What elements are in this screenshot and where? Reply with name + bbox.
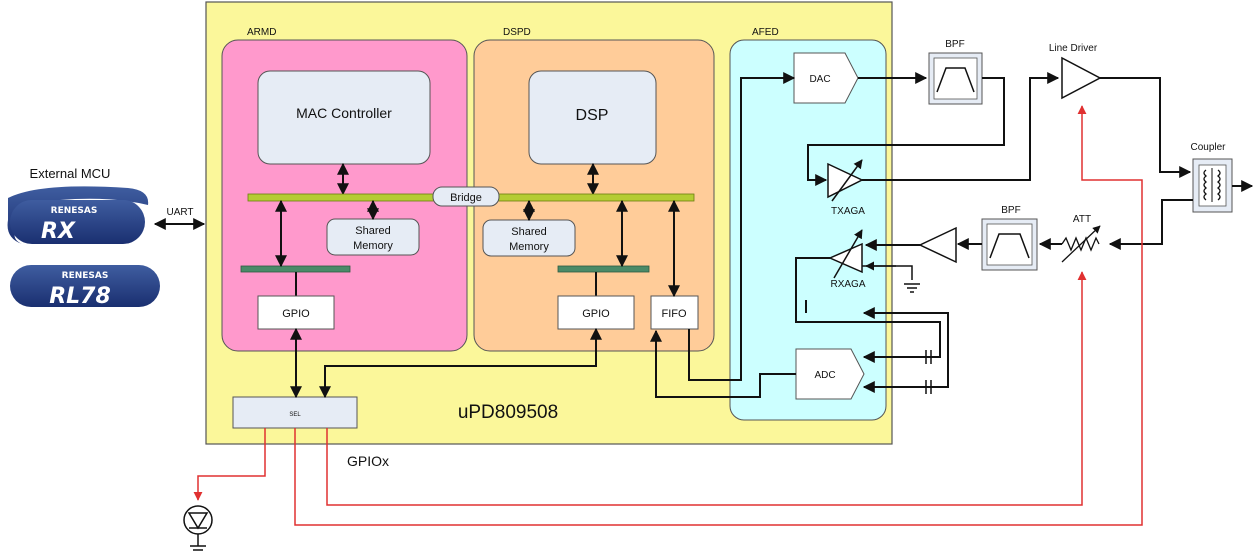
external-mcu-label: External MCU <box>30 166 111 181</box>
svg-text:FIFO: FIFO <box>661 308 686 320</box>
afed-label: AFED <box>752 27 779 38</box>
coupler-label: Coupler <box>1190 142 1226 153</box>
gpio-dspd <box>557 295 635 330</box>
svg-text:SEL: SEL <box>289 412 301 418</box>
svg-text:TXAGA: TXAGA <box>831 206 865 217</box>
fifo-block <box>650 295 699 330</box>
dspd-label: DSPD <box>503 27 531 38</box>
att-label: ATT <box>1073 214 1091 225</box>
renesas-rl78-logo: RENESAS RL78 <box>10 265 160 309</box>
svg-text:RX: RX <box>41 219 76 244</box>
bpf-bottom-label: BPF <box>1001 205 1020 216</box>
armd-label: ARMD <box>247 27 276 38</box>
gpiox-label: GPIOx <box>347 453 389 469</box>
svg-text:RENESAS: RENESAS <box>62 271 109 281</box>
att-resistor <box>1061 236 1100 252</box>
svg-text:Memory: Memory <box>509 241 549 253</box>
gpio-armd <box>257 295 335 330</box>
bridge-block <box>432 186 500 207</box>
afed-region <box>729 39 887 421</box>
dsp-label: DSP <box>576 107 609 124</box>
svg-text:DAC: DAC <box>809 74 830 85</box>
renesas-rx-logo: RENESAS RX <box>7 186 149 244</box>
uart-label: UART <box>166 207 193 218</box>
svg-text:ADC: ADC <box>814 370 835 381</box>
svg-text:GPIO: GPIO <box>582 308 610 320</box>
dac-block <box>793 52 859 104</box>
led-indicator <box>183 505 213 551</box>
chip-name: uPD809508 <box>458 402 558 423</box>
svg-text:RXAGA: RXAGA <box>830 279 865 290</box>
svg-text:Shared: Shared <box>511 226 546 238</box>
svg-text:RL78: RL78 <box>49 284 111 309</box>
svg-text:GPIO: GPIO <box>282 308 310 320</box>
svg-text:RENESAS: RENESAS <box>51 206 98 216</box>
txaga-amplifier <box>827 162 864 199</box>
adc-block <box>795 348 865 400</box>
mac-controller-label: MAC Controller <box>296 105 392 121</box>
svg-text:Shared: Shared <box>355 225 390 237</box>
rx-buffer-amplifier <box>918 226 957 264</box>
armd-peripheral-bus <box>240 265 351 273</box>
bridge-label: Bridge <box>450 192 482 204</box>
bpf-top-label: BPF <box>945 39 964 50</box>
svg-text:Memory: Memory <box>353 240 393 252</box>
line-driver-amplifier <box>1061 56 1102 100</box>
dspd-peripheral-bus <box>557 265 650 273</box>
line-driver-label: Line Driver <box>1049 43 1098 54</box>
